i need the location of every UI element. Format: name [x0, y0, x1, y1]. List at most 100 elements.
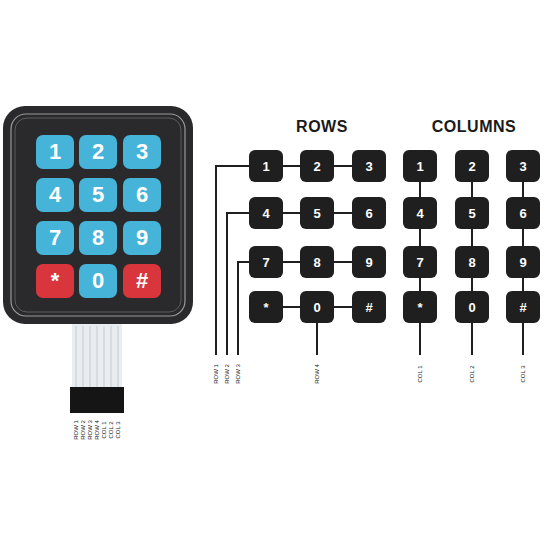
key-connector — [522, 182, 524, 197]
column-key: 3 — [506, 150, 540, 182]
key-label: 2 — [313, 160, 320, 173]
column-key: 4 — [403, 197, 437, 229]
keypad-key-red: * — [36, 264, 74, 298]
keypad-key: 8 — [79, 221, 117, 255]
key-connector — [283, 165, 300, 167]
keypad-border — [11, 114, 185, 316]
ribbon-trace — [76, 326, 77, 387]
pin-name: ROW 4 — [314, 364, 320, 384]
key-label: * — [263, 301, 268, 314]
key-connector — [283, 212, 300, 214]
pin-name: COL 1 — [417, 365, 423, 382]
row-wire — [238, 262, 249, 355]
keypad-key: 1 — [36, 135, 74, 169]
key-label: 5 — [313, 207, 320, 220]
keypad-key: 4 — [36, 178, 74, 212]
column-key: 5 — [455, 197, 489, 229]
section-heading: ROWS — [296, 119, 348, 135]
key-connector — [334, 165, 352, 167]
column-key: 8 — [455, 246, 489, 278]
key-connector — [522, 278, 524, 291]
key-label: 1 — [49, 141, 61, 163]
key-label: # — [136, 270, 148, 292]
row-key: 6 — [352, 197, 386, 229]
row-key: 3 — [352, 150, 386, 182]
key-connector — [283, 261, 300, 263]
column-key: 2 — [455, 150, 489, 182]
key-connector — [334, 306, 352, 308]
ribbon-trace — [90, 326, 91, 387]
key-label: 9 — [365, 256, 372, 269]
key-label: * — [51, 270, 60, 292]
keypad-key: 5 — [79, 178, 117, 212]
key-label: 3 — [365, 160, 372, 173]
pin-name: ROW 3 — [235, 364, 241, 384]
keypad-key-red: # — [123, 264, 161, 298]
key-connector — [419, 278, 421, 291]
pin-name: COL 3 — [520, 365, 526, 382]
row-key: # — [352, 291, 386, 323]
key-label: 2 — [468, 160, 475, 173]
keypad-border — [15, 118, 181, 312]
row-key: 2 — [300, 150, 334, 182]
column-key: * — [403, 291, 437, 323]
key-connector — [283, 306, 300, 308]
key-label: 6 — [136, 184, 148, 206]
column-key: 0 — [455, 291, 489, 323]
key-connector — [471, 229, 473, 246]
row-wire — [316, 323, 318, 355]
key-connector — [334, 261, 352, 263]
key-label: 5 — [468, 207, 475, 220]
ribbon-cable — [72, 324, 122, 388]
key-label: 9 — [519, 256, 526, 269]
row-key: 0 — [300, 291, 334, 323]
keypad-key: 7 — [36, 221, 74, 255]
key-label: 0 — [92, 270, 104, 292]
pin-name: COL 2 — [108, 421, 114, 438]
pin-name: COL 2 — [469, 365, 475, 382]
key-label: 7 — [416, 256, 423, 269]
pin-name: ROW 1 — [73, 420, 79, 440]
ribbon-trace — [118, 326, 119, 387]
column-key: # — [506, 291, 540, 323]
col-wire — [419, 323, 421, 355]
key-label: 1 — [416, 160, 423, 173]
ribbon-trace — [97, 326, 98, 387]
ribbon-traces — [76, 326, 118, 387]
key-label: 3 — [136, 141, 148, 163]
key-connector — [419, 229, 421, 246]
key-label: 9 — [136, 227, 148, 249]
key-label: 4 — [262, 207, 269, 220]
pin-name: ROW 4 — [94, 420, 100, 440]
key-label: 6 — [365, 207, 372, 220]
key-label: 4 — [49, 184, 61, 206]
pin-name: COL 1 — [101, 421, 107, 438]
col-wire — [471, 323, 473, 355]
key-label: 8 — [468, 256, 475, 269]
row-key: * — [249, 291, 283, 323]
column-key: 1 — [403, 150, 437, 182]
key-label: 1 — [262, 160, 269, 173]
row-key: 7 — [249, 246, 283, 278]
key-label: # — [519, 301, 526, 314]
key-connector — [471, 278, 473, 291]
keypad-body — [3, 106, 193, 324]
key-label: # — [365, 301, 372, 314]
key-connector — [522, 229, 524, 246]
key-label: 0 — [313, 301, 320, 314]
cable-connector — [70, 387, 124, 413]
row-key: 4 — [249, 197, 283, 229]
column-key: 9 — [506, 246, 540, 278]
ribbon-trace — [104, 326, 105, 387]
key-label: 0 — [468, 301, 475, 314]
pin-name: ROW 2 — [80, 420, 86, 440]
ribbon-trace — [83, 326, 84, 387]
key-label: 7 — [262, 256, 269, 269]
pin-name: ROW 2 — [224, 364, 230, 384]
key-label: * — [417, 301, 422, 314]
keypad-key: 6 — [123, 178, 161, 212]
keypad-key: 3 — [123, 135, 161, 169]
key-label: 2 — [92, 141, 104, 163]
